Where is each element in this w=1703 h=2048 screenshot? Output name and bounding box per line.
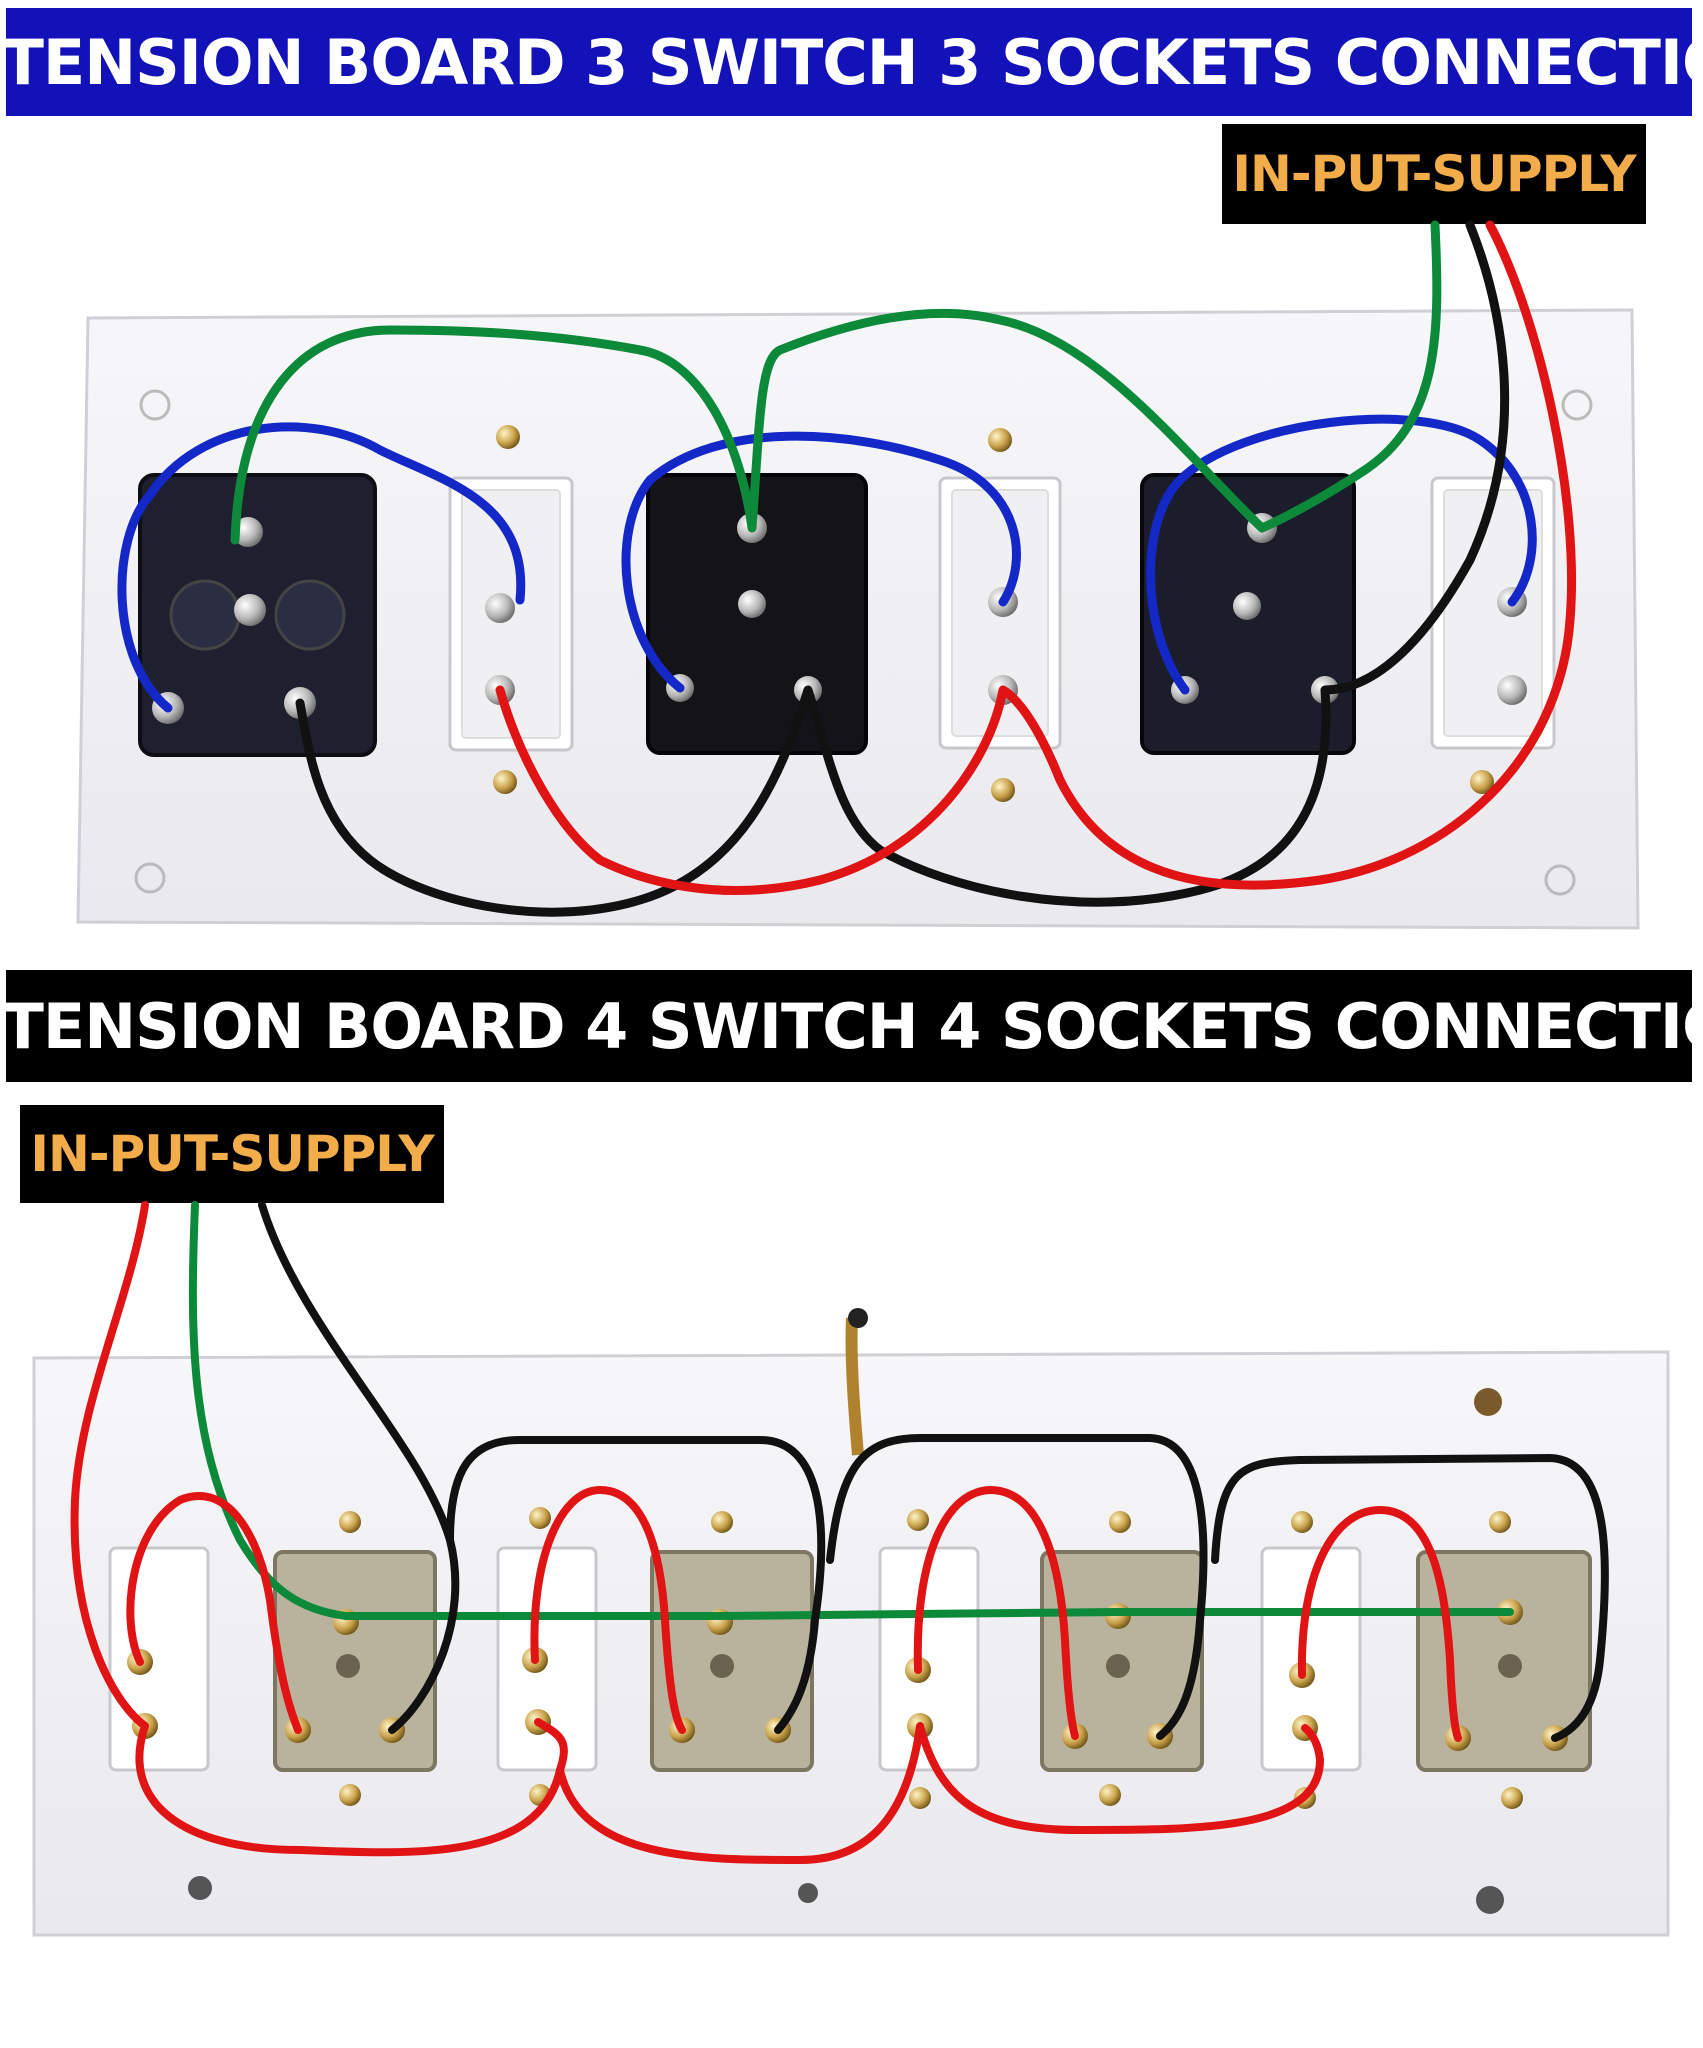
screw [988,428,1012,452]
wire-blue [117,422,526,713]
mounting-hole [1561,389,1593,421]
screw [339,1511,361,1533]
mounting-hole [1476,1886,1504,1914]
screw [1498,1654,1522,1678]
wire-black [295,220,1510,917]
screw [1099,1784,1121,1806]
screw [1106,1654,1130,1678]
screw [1109,1511,1131,1533]
mounting-hole [1474,1388,1502,1416]
switch-1 [448,425,574,794]
input-supply-label-top: IN-PUT-SUPPLY [1222,124,1646,224]
wire-green [230,220,1442,545]
socket-3 [1140,473,1356,755]
switch-3 [1430,476,1556,794]
top-board-wires [117,220,1577,917]
top-extension-board [76,220,1640,930]
screw [529,1507,551,1529]
mounting-hole [1544,864,1576,896]
screw [233,517,263,547]
switch-2 [938,428,1062,802]
screw [1489,1511,1511,1533]
socket-b4 [1416,1511,1592,1809]
mounting-hole [798,1883,818,1903]
wire-black [1211,1454,1609,1742]
screw [710,1654,734,1678]
wire-blue [1146,414,1537,695]
screw [496,425,520,449]
switch-b4 [1260,1511,1362,1809]
wire-red [495,220,1577,895]
input-supply-label-bottom: IN-PUT-SUPPLY [20,1105,444,1203]
socket-1 [138,473,377,757]
title-4-switch-4-sockets: EXTENSION BOARD 4 SWITCH 4 SOCKETS CONNE… [6,970,1692,1082]
wire-red [556,1722,1324,1864]
wire-black [826,1434,1208,1740]
mounting-hole [134,862,166,894]
wire-red [530,1486,686,1734]
mounting-hole [188,1876,212,1900]
wire-red [70,1201,568,1857]
title-3-switch-3-sockets: EXTENSION BOARD 3 SWITCH 3 SOCKETS CONNE… [6,8,1692,116]
rod [845,1317,864,1456]
wire-blue [621,431,1021,693]
wire-red [1297,1506,1462,1742]
screw [234,594,266,626]
switch-b3 [878,1509,980,1809]
mounting-hole [139,389,171,421]
screw [1470,770,1494,794]
screw [336,1654,360,1678]
wire-red [126,1492,302,1734]
rod-cap [848,1308,868,1328]
screw [991,778,1015,802]
screw [1233,592,1261,620]
wire-red [913,1486,1079,1740]
wire-green [188,1201,1514,1620]
socket-b3 [1040,1511,1204,1806]
screw [907,1509,929,1531]
screw [711,1511,733,1533]
socket-b1 [273,1511,437,1806]
bottom-board-wires [70,1201,1609,1864]
screw [485,593,515,623]
screw [339,1784,361,1806]
screw [1497,675,1527,705]
screw [1501,1787,1523,1809]
screw [493,770,517,794]
screw [1291,1511,1313,1533]
switch-b1 [108,1546,210,1772]
screw [738,590,766,618]
bottom-extension-board [32,1201,1670,1937]
wire-black [258,1201,460,1734]
wire-black [446,1436,826,1734]
screw [909,1787,931,1809]
